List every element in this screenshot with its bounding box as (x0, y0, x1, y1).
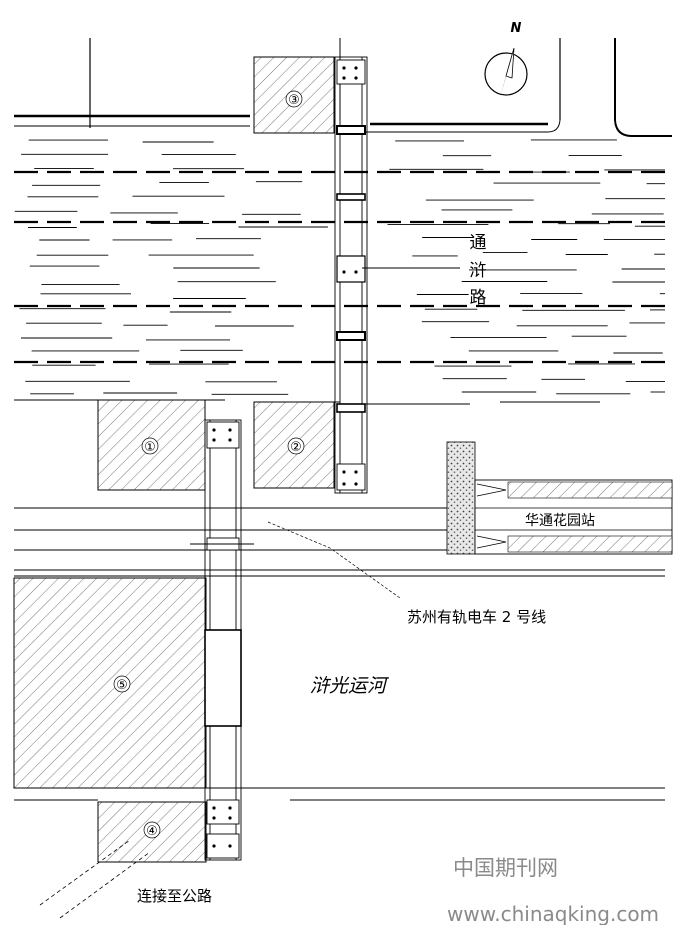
east-bridge (334, 56, 460, 494)
block-5-label: ⑤ (116, 678, 128, 693)
watermark-cn: 中国期刊网 (453, 856, 558, 880)
road-name-char-1: 通 (470, 233, 487, 253)
road-surface-ripples (14, 139, 665, 395)
west-bridge (190, 419, 254, 861)
block-5: ⑤ (13, 577, 207, 789)
tram-line-label: 苏州有轨电车 2 号线 (407, 608, 546, 626)
block-2: ② (253, 401, 335, 489)
block-4-label: ④ (146, 824, 158, 839)
connector-road-label: 连接至公路 (137, 887, 212, 905)
block-4: ④ (97, 801, 207, 863)
block-1-label: ① (144, 440, 156, 455)
north-arrow-icon: N (484, 21, 528, 98)
canal-bank (14, 787, 665, 801)
block-3: ③ (253, 56, 335, 134)
road-boundaries (14, 38, 672, 137)
station-label: 华通花园站 (525, 513, 595, 529)
canal-label: 浒光运河 (310, 675, 390, 697)
watermark-url: www.chinaqking.com (447, 902, 659, 925)
road-name-char-3: 路 (470, 288, 487, 308)
road-name-char-2: 浒 (470, 261, 487, 281)
block-2-label: ② (290, 440, 302, 455)
tram-line-leader (267, 521, 401, 599)
connector-road-lines (39, 839, 151, 919)
station-platform: 华通花园站 (446, 441, 673, 555)
block-3-label: ③ (288, 93, 300, 108)
north-label: N (511, 21, 522, 36)
road-name: 通 浒 路 (470, 233, 487, 308)
block-1: ① (97, 399, 206, 491)
